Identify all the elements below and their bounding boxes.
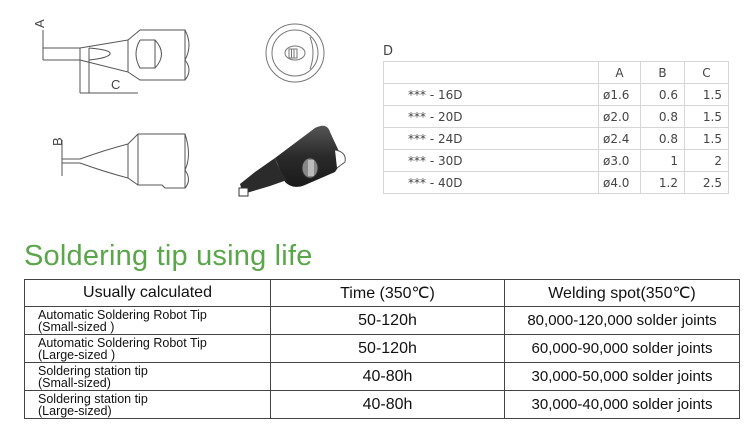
b-cell: 0.6 [640, 83, 685, 106]
side-view-drawing: A C [0, 0, 220, 110]
b-cell: 0.8 [640, 127, 685, 150]
category-cell: Soldering station tip(Small-sized) [24, 362, 271, 391]
category-line2: (Small-sized ) [38, 319, 115, 334]
dims-header-a: A [598, 61, 641, 84]
dims-header-b: B [640, 61, 685, 84]
table-row: *** - 16D ø1.6 0.6 1.5 [383, 83, 729, 106]
section-title: Soldering tip using life [24, 240, 313, 272]
spot-cell: 30,000-40,000 solder joints [504, 390, 740, 419]
category-cell: Soldering station tip(Large-sized) [24, 390, 271, 419]
dims-table-title: D [383, 44, 394, 59]
model-cell: *** - 20D [383, 105, 599, 128]
tip-3d-render [235, 120, 355, 205]
dims-header-row: A B C [383, 61, 729, 84]
life-header-row: Usually calculated Time (350℃) Welding s… [24, 279, 740, 307]
spot-cell: 60,000-90,000 solder joints [504, 334, 740, 363]
category-cell: Automatic Soldering Robot Tip(Small-size… [24, 306, 271, 335]
end-view-svg [265, 23, 325, 83]
life-table: Usually calculated Time (350℃) Welding s… [24, 279, 740, 419]
time-cell: 50-120h [270, 334, 505, 363]
table-row: Soldering station tip(Large-sized) 40-80… [24, 390, 740, 419]
category-line1: Automatic Soldering Robot Tip [38, 307, 207, 322]
header-usually-calculated: Usually calculated [24, 279, 271, 307]
table-row: *** - 20D ø2.0 0.8 1.5 [383, 105, 729, 128]
dims-table: A B C *** - 16D ø1.6 0.6 1.5 *** - 20D ø… [383, 61, 729, 194]
table-row: *** - 30D ø3.0 1 2 [383, 149, 729, 172]
label-b: B [50, 137, 65, 146]
table-row: *** - 24D ø2.4 0.8 1.5 [383, 127, 729, 150]
spot-cell: 80,000-120,000 solder joints [504, 306, 740, 335]
model-cell: *** - 16D [383, 83, 599, 106]
end-view-drawing [260, 20, 330, 90]
model-cell: *** - 24D [383, 127, 599, 150]
c-cell: 2 [684, 149, 729, 172]
time-cell: 40-80h [270, 390, 505, 419]
a-cell: ø2.0 [598, 105, 641, 128]
c-cell: 1.5 [684, 83, 729, 106]
category-line1: Soldering station tip [38, 391, 148, 406]
a-cell: ø1.6 [598, 83, 641, 106]
dims-header-model [383, 61, 599, 84]
table-row: *** - 40D ø4.0 1.2 2.5 [383, 171, 729, 194]
b-cell: 0.8 [640, 105, 685, 128]
spot-cell: 30,000-50,000 solder joints [504, 362, 740, 391]
category-line1: Automatic Soldering Robot Tip [38, 335, 207, 350]
table-row: Soldering station tip(Small-sized) 40-80… [24, 362, 740, 391]
tip-view-drawing: B [0, 110, 220, 220]
tip-view-svg: B [50, 133, 189, 189]
tip-3d-svg [238, 125, 346, 197]
category-cell: Automatic Soldering Robot Tip(Large-size… [24, 334, 271, 363]
category-line1: Soldering station tip [38, 363, 148, 378]
category-line2: (Large-sized) [38, 403, 112, 418]
category-line2: (Small-sized) [38, 375, 111, 390]
b-cell: 1 [640, 149, 685, 172]
header-welding-spot: Welding spot(350℃) [504, 279, 740, 307]
c-cell: 1.5 [684, 105, 729, 128]
label-a: A [32, 19, 47, 28]
header-time: Time (350℃) [270, 279, 505, 307]
category-line2: (Large-sized ) [38, 347, 116, 362]
label-c: C [111, 77, 120, 92]
time-cell: 50-120h [270, 306, 505, 335]
table-row: Automatic Soldering Robot Tip(Small-size… [24, 306, 740, 335]
a-cell: ø3.0 [598, 149, 641, 172]
model-cell: *** - 40D [383, 171, 599, 194]
dims-header-c: C [684, 61, 729, 84]
c-cell: 2.5 [684, 171, 729, 194]
c-cell: 1.5 [684, 127, 729, 150]
a-cell: ø4.0 [598, 171, 641, 194]
model-cell: *** - 30D [383, 149, 599, 172]
b-cell: 1.2 [640, 171, 685, 194]
time-cell: 40-80h [270, 362, 505, 391]
a-cell: ø2.4 [598, 127, 641, 150]
table-row: Automatic Soldering Robot Tip(Large-size… [24, 334, 740, 363]
side-view-svg: A C [32, 19, 190, 94]
